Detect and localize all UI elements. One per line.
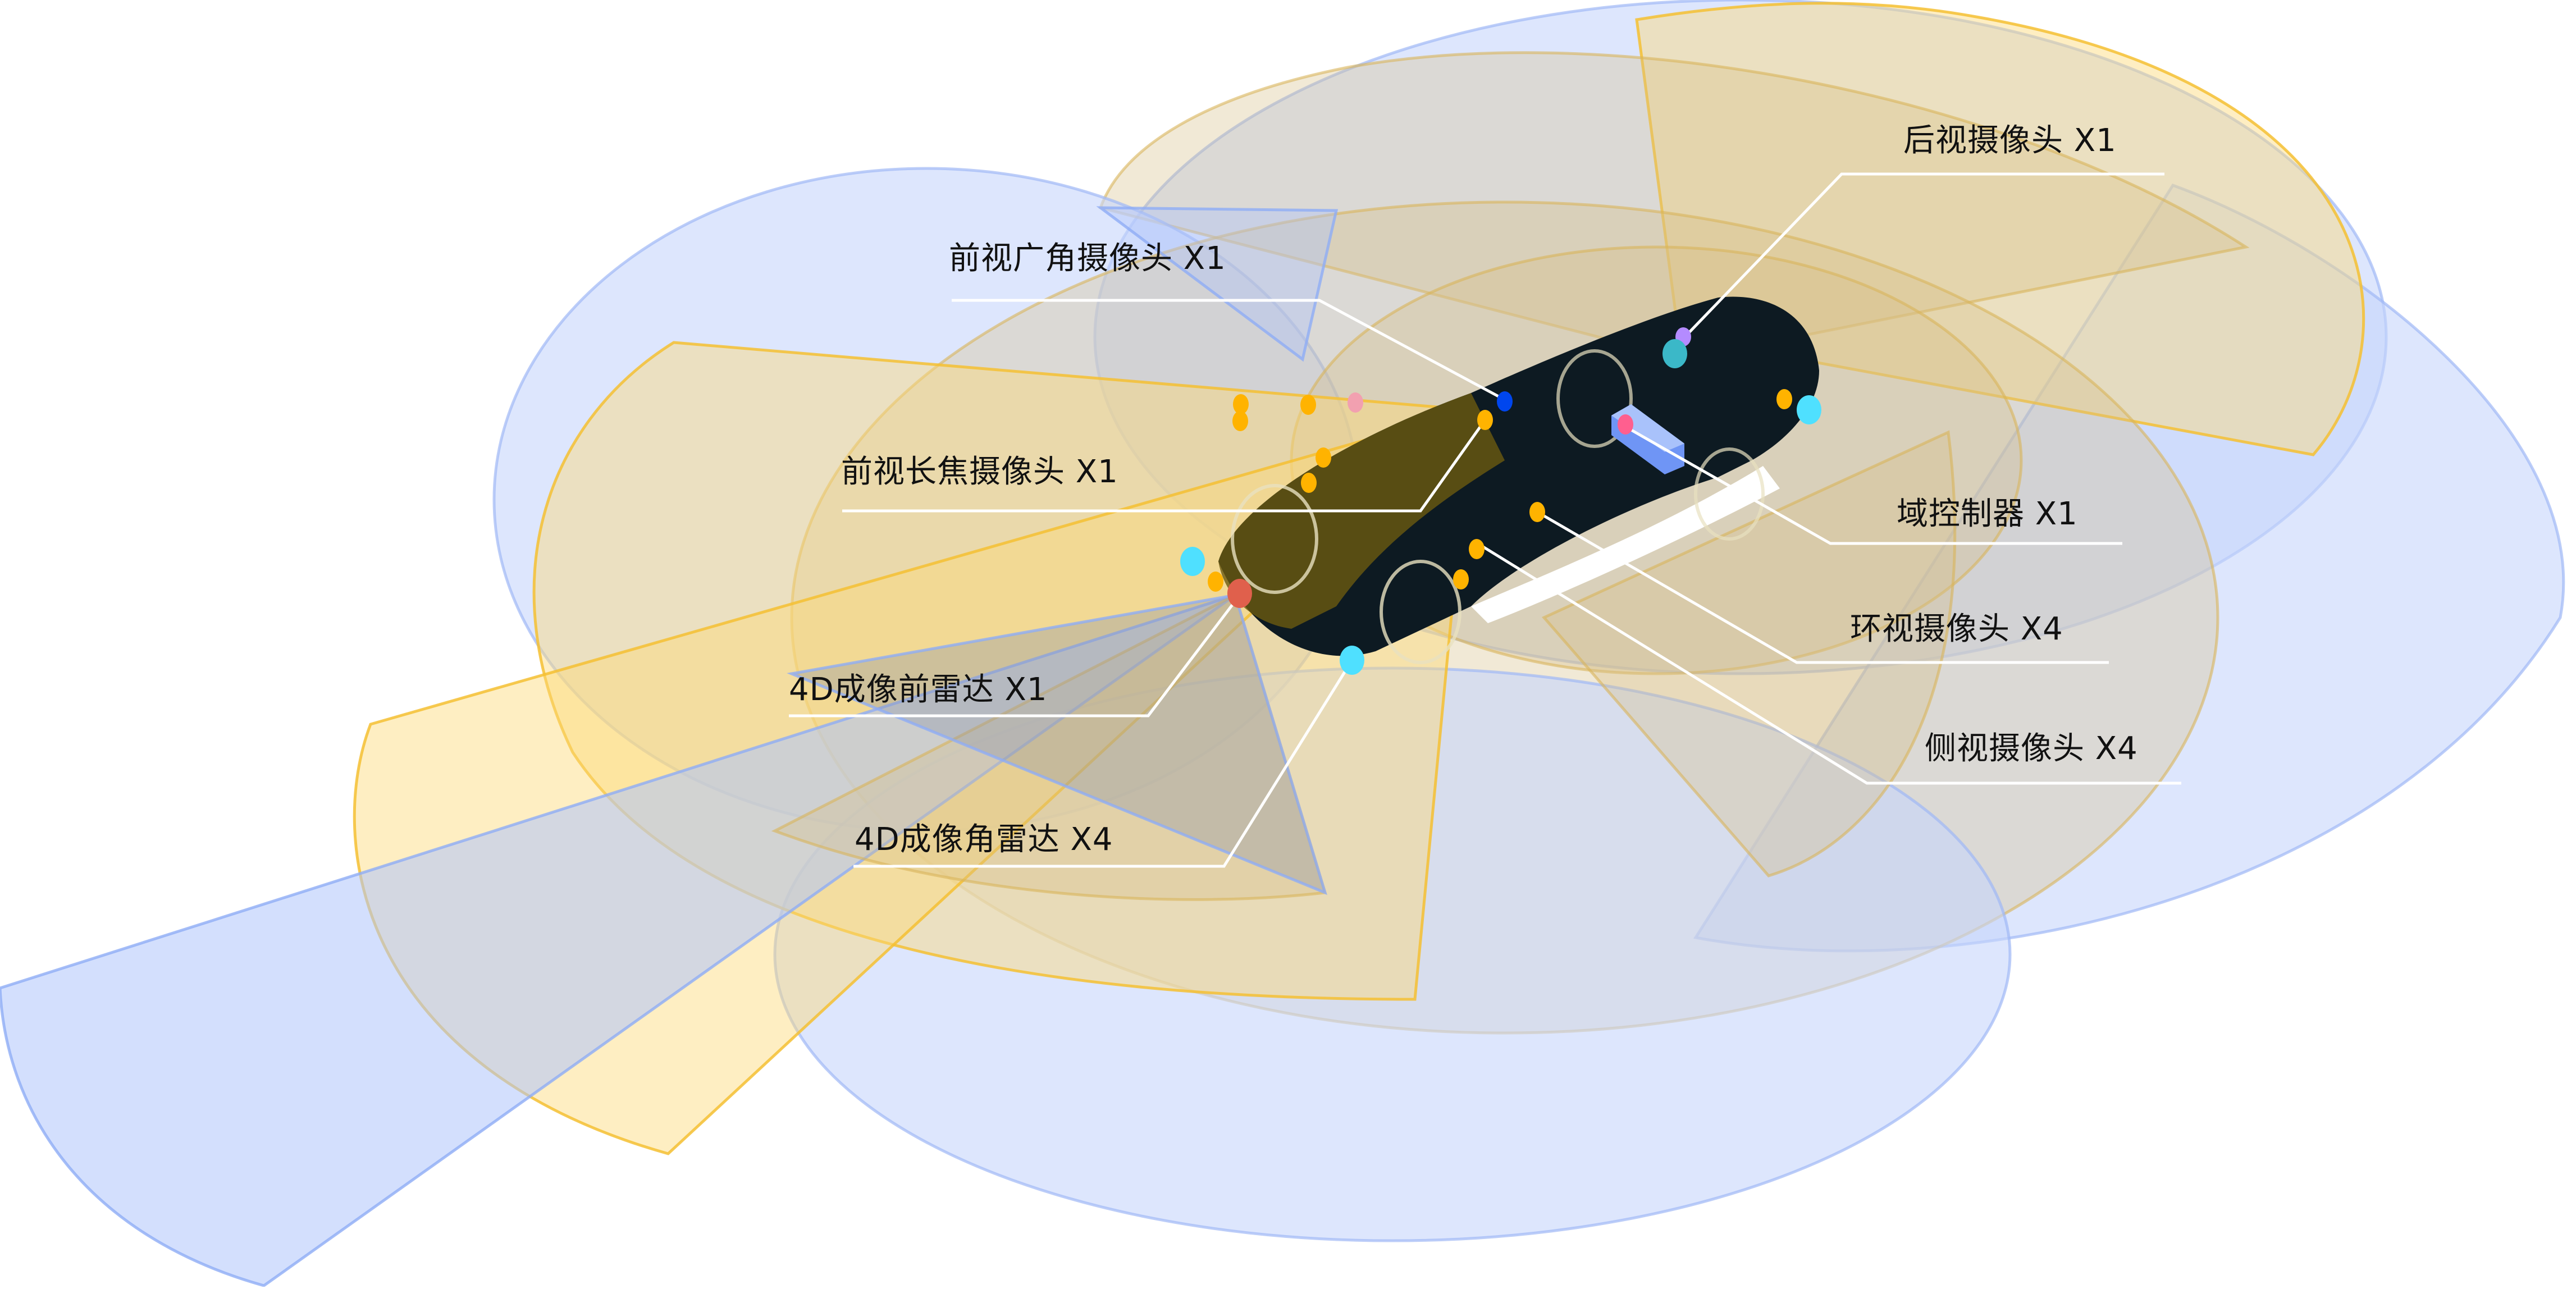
sensor-dots xyxy=(1180,327,1821,675)
rear-radar-dot xyxy=(1662,339,1687,368)
label-rear-camera: 后视摄像头 X1 xyxy=(1903,122,2117,159)
corner-radar-dot-rr xyxy=(1797,395,1821,424)
fov-rear-camera xyxy=(1635,2,2365,456)
side-camera-dot-6 xyxy=(1208,572,1223,592)
mirror-dot xyxy=(1348,392,1363,413)
side-camera-dot-2 xyxy=(1316,447,1331,468)
corner-radar-dot-fl xyxy=(1180,547,1205,576)
side-camera-dot-5 xyxy=(1469,539,1485,559)
surround-camera-dot-3 xyxy=(1232,411,1248,431)
fov-front-left-grey xyxy=(787,593,1327,895)
front-4d-radar-dot xyxy=(1227,579,1252,608)
label-corner-4d-radar: 4D成像角雷达 X4 xyxy=(855,821,1113,858)
side-camera-dot-3 xyxy=(1301,473,1317,493)
fov-bottom-radar-ellipse xyxy=(773,666,2012,1242)
side-camera-dot-1 xyxy=(1776,389,1792,409)
label-surround-camera: 环视摄像头 X4 xyxy=(1850,611,2063,647)
side-camera-dot-4 xyxy=(1529,502,1545,522)
fov-left-rear-blue xyxy=(1096,206,1339,362)
label-domain-controller: 域控制器 X1 xyxy=(1897,496,2078,532)
leader-lines xyxy=(789,172,2181,868)
fov-front-4d-radar xyxy=(0,593,1236,1287)
side-camera-dot-7 xyxy=(1453,569,1469,589)
surround-camera-dot-1 xyxy=(1233,394,1249,414)
domain-controller-dot xyxy=(1618,414,1633,435)
fov-rear-radar-tan xyxy=(1098,51,2250,361)
front-tele-camera-dot xyxy=(1477,410,1493,430)
corner-radar-dot-fr xyxy=(1340,646,1364,675)
label-front-tele-camera: 前视长焦摄像头 X1 xyxy=(841,454,1118,490)
front-wide-camera-dot xyxy=(1497,391,1513,412)
label-front-4d-radar: 4D成像前雷达 X1 xyxy=(789,671,1048,708)
label-front-wide-camera: 前视广角摄像头 X1 xyxy=(949,240,1226,277)
fov-front-corner-radar-tan xyxy=(771,593,1327,901)
surround-camera-dot-2 xyxy=(1300,395,1316,415)
label-side-camera: 侧视摄像头 X4 xyxy=(1925,730,2138,767)
